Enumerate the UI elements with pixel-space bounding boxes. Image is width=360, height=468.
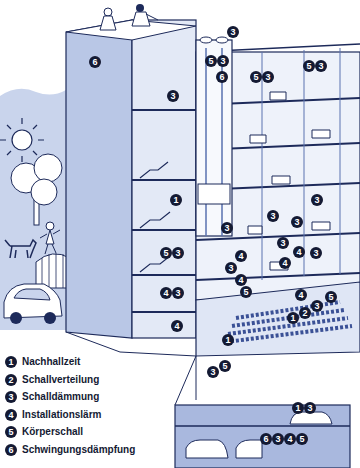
legend-text: Schwingungsdämpfung xyxy=(22,444,135,456)
callout-number: 5 xyxy=(325,291,337,303)
callout-number: 3 xyxy=(277,237,289,249)
legend-number: 1 xyxy=(5,356,17,368)
callout-number: 6 xyxy=(260,433,272,445)
tower-floors xyxy=(132,110,196,312)
tree-crown xyxy=(31,179,57,205)
auditorium-section xyxy=(196,282,360,356)
callout-number: 5 xyxy=(250,71,262,83)
legend-number: 4 xyxy=(5,409,17,421)
sun xyxy=(12,130,32,150)
callout-number: 4 xyxy=(293,246,305,258)
legend-text: Installationslärm xyxy=(22,409,101,421)
callout-number: 3 xyxy=(311,194,323,206)
legend-text: Körperschall xyxy=(22,426,83,438)
furniture xyxy=(248,92,330,270)
partition-walls xyxy=(262,48,340,280)
callout-number: 1 xyxy=(222,334,234,346)
callout-number: 3 xyxy=(311,300,323,312)
car-wheel xyxy=(10,312,22,324)
callout-number: 3 xyxy=(272,433,284,445)
callout-number: 2 xyxy=(299,307,311,319)
callout-number: 4 xyxy=(284,433,296,445)
callout-number: 5 xyxy=(160,247,172,259)
callout-number: 3 xyxy=(221,222,233,234)
legend-number: 6 xyxy=(5,444,17,456)
roof-terrace xyxy=(66,20,196,40)
parked-cars xyxy=(186,412,332,458)
car-body xyxy=(4,284,62,318)
sky-panel xyxy=(0,89,66,330)
person-body xyxy=(132,12,158,26)
legend-text: Nachhallzeit xyxy=(22,356,80,368)
person-body xyxy=(100,16,116,30)
trailer-stripes xyxy=(42,253,63,288)
sun-rays xyxy=(0,118,44,162)
callout-number: 3 xyxy=(217,55,229,67)
callout-number: 6 xyxy=(216,71,228,83)
dog-figure xyxy=(5,240,36,258)
callout-number: 4 xyxy=(279,257,291,269)
machine-box xyxy=(198,184,230,204)
callout-number: 5 xyxy=(240,286,252,298)
car-window xyxy=(14,289,50,300)
callout-number: 3 xyxy=(167,90,179,102)
tower-facade xyxy=(66,20,132,338)
legend-number: 5 xyxy=(5,426,17,438)
callout-number: 1 xyxy=(287,312,299,324)
trailer-cover xyxy=(36,254,70,288)
callout-number: 4 xyxy=(235,250,247,262)
legend-text: Schalldämmung xyxy=(22,391,99,403)
chimney-cap xyxy=(216,37,228,43)
callout-number: 5 xyxy=(296,433,308,445)
person-head xyxy=(136,4,144,12)
legend-number: 2 xyxy=(5,374,17,386)
auditorium-seats xyxy=(226,302,352,342)
callout-number: 5 xyxy=(303,60,315,72)
legend-text: Schallverteilung xyxy=(22,374,99,386)
callout-number: 3 xyxy=(267,210,279,222)
callout-number: 6 xyxy=(89,56,101,68)
callout-number: 4 xyxy=(295,289,307,301)
callout-number: 3 xyxy=(207,366,219,378)
callout-number: 3 xyxy=(172,247,184,259)
callout-number: 4 xyxy=(160,287,172,299)
callout-number: 3 xyxy=(172,287,184,299)
tree-crown xyxy=(34,154,62,182)
chimney-cap xyxy=(200,37,212,43)
callout-number: 5 xyxy=(205,55,217,67)
callout-number: 3 xyxy=(262,71,274,83)
chimney-shaft xyxy=(196,40,232,236)
basement-edge xyxy=(175,356,196,405)
legend-number: 3 xyxy=(5,391,17,403)
garage-section xyxy=(175,405,350,468)
ground-line xyxy=(66,332,196,356)
callout-number: 3 xyxy=(291,216,303,228)
callout-number: 3 xyxy=(304,402,316,414)
callout-number: 1 xyxy=(170,194,182,206)
callout-number: 4 xyxy=(171,320,183,332)
callout-number: 5 xyxy=(219,360,231,372)
garage-floor xyxy=(175,425,350,427)
callout-number: 4 xyxy=(235,274,247,286)
child-figure xyxy=(40,230,60,254)
car-wheel xyxy=(44,312,56,324)
stair-tower-section xyxy=(132,20,196,338)
callout-number: 3 xyxy=(227,26,239,38)
callout-number: 1 xyxy=(292,402,304,414)
callout-number: 3 xyxy=(225,262,237,274)
callout-number: 3 xyxy=(315,60,327,72)
callout-number: 3 xyxy=(310,247,322,259)
person-head xyxy=(104,8,112,16)
